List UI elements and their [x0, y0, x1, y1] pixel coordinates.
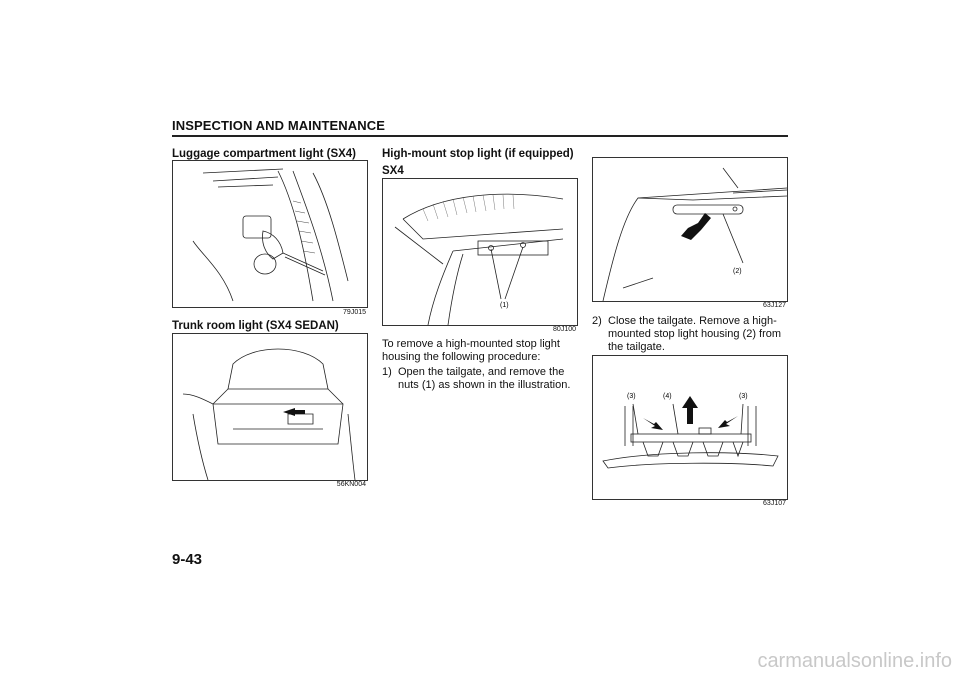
step-text: Open the tailgate, and remove the nuts (… [398, 366, 571, 391]
section-title: INSPECTION AND MAINTENANCE [172, 118, 386, 133]
figure-code: 56KN004 [336, 481, 366, 488]
figure-tailgate-nuts: (1) [382, 178, 578, 326]
figure-code: 79J015 [343, 309, 366, 316]
callout-label: (2) [733, 268, 742, 275]
figure-stop-light-assembly: (3) (4) (3) [592, 355, 788, 500]
intro-paragraph: To remove a high-mounted stop light hous… [382, 338, 560, 363]
tailgate-nuts-illustration: (1) [394, 193, 564, 325]
step-number: 2) [592, 315, 602, 327]
heading-trunk-light: Trunk room light (SX4 SEDAN) [172, 320, 339, 332]
figure-trunk-light [172, 333, 368, 481]
figure-code: 63J127 [763, 302, 786, 309]
heading-luggage-light: Luggage compartment light (SX4) [172, 148, 357, 160]
page-number: 9-43 [172, 551, 203, 568]
callout-label: (3) [739, 393, 748, 400]
watermark: carmanualsonline.info [757, 650, 952, 672]
figure-code: 80J100 [553, 326, 576, 333]
header-rule [172, 135, 788, 137]
step-text: Close the tailgate. Remove a high-mounte… [608, 315, 782, 353]
figure-code: 63J107 [763, 500, 786, 507]
figure-stop-light-housing: (2) [592, 157, 788, 302]
stop-light-housing-illustration: (2) [602, 167, 787, 301]
stop-light-assembly-illustration: (3) (4) (3) [602, 393, 779, 469]
luggage-light-illustration [192, 168, 349, 302]
callout-label: (1) [500, 302, 509, 309]
callout-label: (3) [627, 393, 636, 400]
subheading-sx4: SX4 [382, 165, 404, 177]
trunk-light-illustration [182, 348, 356, 480]
figure-luggage-light [172, 160, 368, 308]
heading-stop-light: High-mount stop light (if equipped) [382, 148, 574, 160]
step-number: 1) [382, 366, 392, 378]
callout-label: (4) [663, 393, 672, 400]
